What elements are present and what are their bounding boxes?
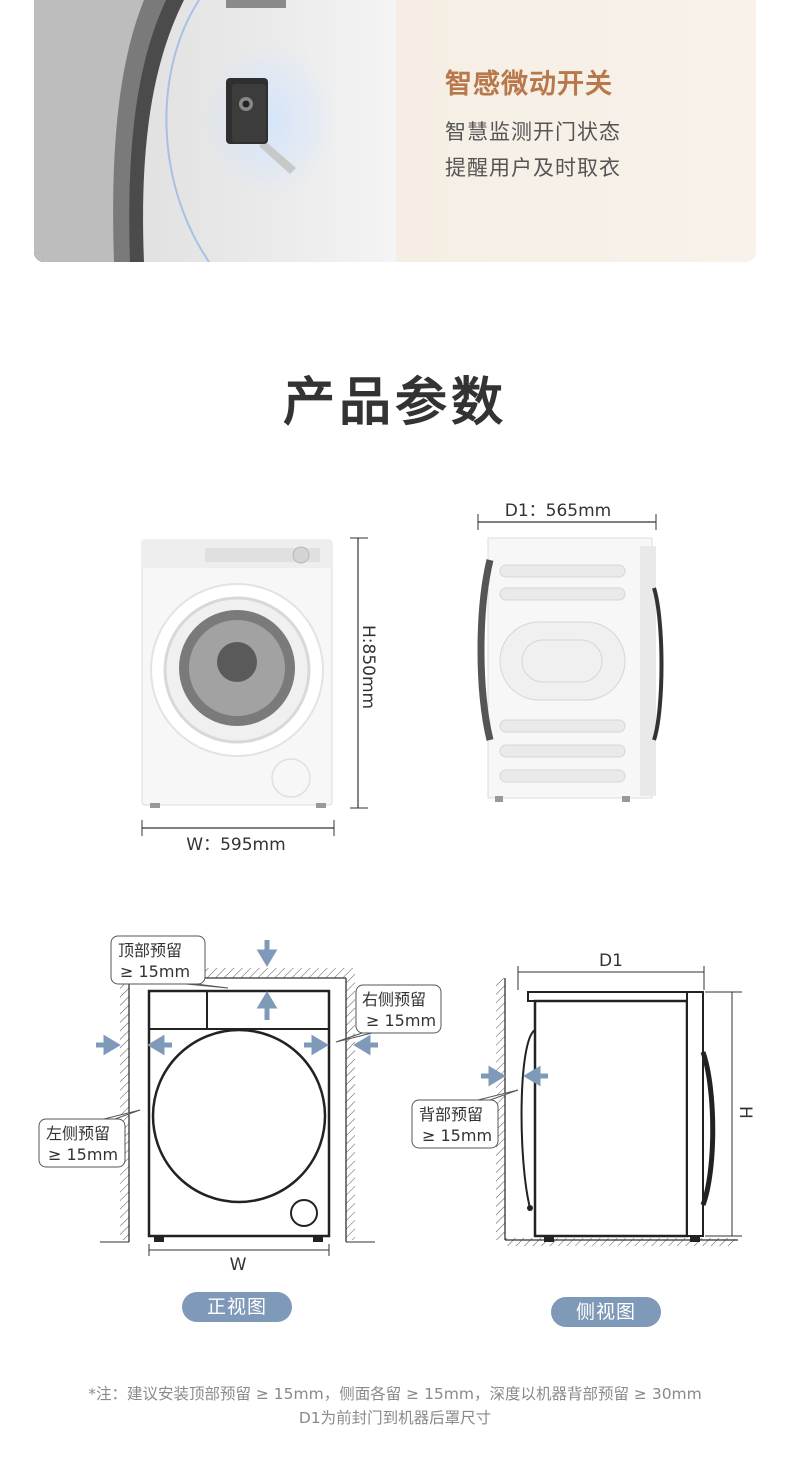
banner-line-1: 智慧监测开门状态: [445, 120, 621, 144]
right-callout-line2: ≥ 15mm: [366, 1011, 436, 1030]
side-view-diagram: D1 H 背部预留 ≥ 15mm: [411, 951, 755, 1246]
door-micro-switch-photo: [34, 0, 396, 262]
clearance-figure: W 顶部预留 ≥ 15mm 右侧预留 ≥ 15mm 左侧预留 ≥ 15: [38, 935, 755, 1270]
front-view-label: 正视图: [182, 1292, 292, 1322]
dimension-figure: H:850mm W：595mm D1：565mm: [141, 501, 664, 855]
top-clearance-callout: 顶部预留 ≥ 15mm: [110, 935, 229, 989]
height-label: H:850mm: [358, 625, 378, 709]
feature-banner: 智感微动开关 智慧监测开门状态 提醒用户及时取衣: [34, 0, 756, 262]
front-view-diagram: W 顶部预留 ≥ 15mm 右侧预留 ≥ 15mm 左侧预留 ≥ 15: [38, 935, 442, 1270]
top-callout-line1: 顶部预留: [118, 941, 182, 960]
top-callout-line2: ≥ 15mm: [120, 962, 190, 981]
side-d1-label: D1: [599, 951, 623, 971]
side-h-label: H: [735, 1106, 755, 1119]
installation-note-line-1: *注：建议安装顶部预留 ≥ 15mm，侧面各留 ≥ 15mm，深度以机器背部预留…: [88, 1385, 702, 1403]
washer-side-photo: [477, 537, 664, 802]
depth-label: D1：565mm: [505, 501, 611, 521]
washer-front-photo: [141, 539, 333, 808]
back-callout-line1: 背部预留: [419, 1105, 483, 1124]
right-callout-line1: 右侧预留: [362, 990, 426, 1009]
clearance-arrows: [96, 940, 378, 1056]
left-callout-line2: ≥ 15mm: [48, 1145, 118, 1164]
side-view-label: 侧视图: [551, 1297, 661, 1327]
right-clearance-callout: 右侧预留 ≥ 15mm: [335, 984, 442, 1043]
section-title: 产品参数: [282, 373, 507, 433]
left-callout-line1: 左侧预留: [46, 1124, 110, 1143]
front-w-label: W: [230, 1255, 247, 1270]
width-label: W：595mm: [186, 835, 285, 855]
banner-line-2: 提醒用户及时取衣: [445, 156, 621, 180]
installation-note-line-2: D1为前封门到机器后罩尺寸: [298, 1409, 492, 1427]
left-clearance-callout: 左侧预留 ≥ 15mm: [38, 1109, 141, 1168]
back-callout-line2: ≥ 15mm: [422, 1126, 492, 1145]
banner-title: 智感微动开关: [445, 69, 613, 100]
back-clearance-callout: 背部预留 ≥ 15mm: [411, 1089, 519, 1149]
